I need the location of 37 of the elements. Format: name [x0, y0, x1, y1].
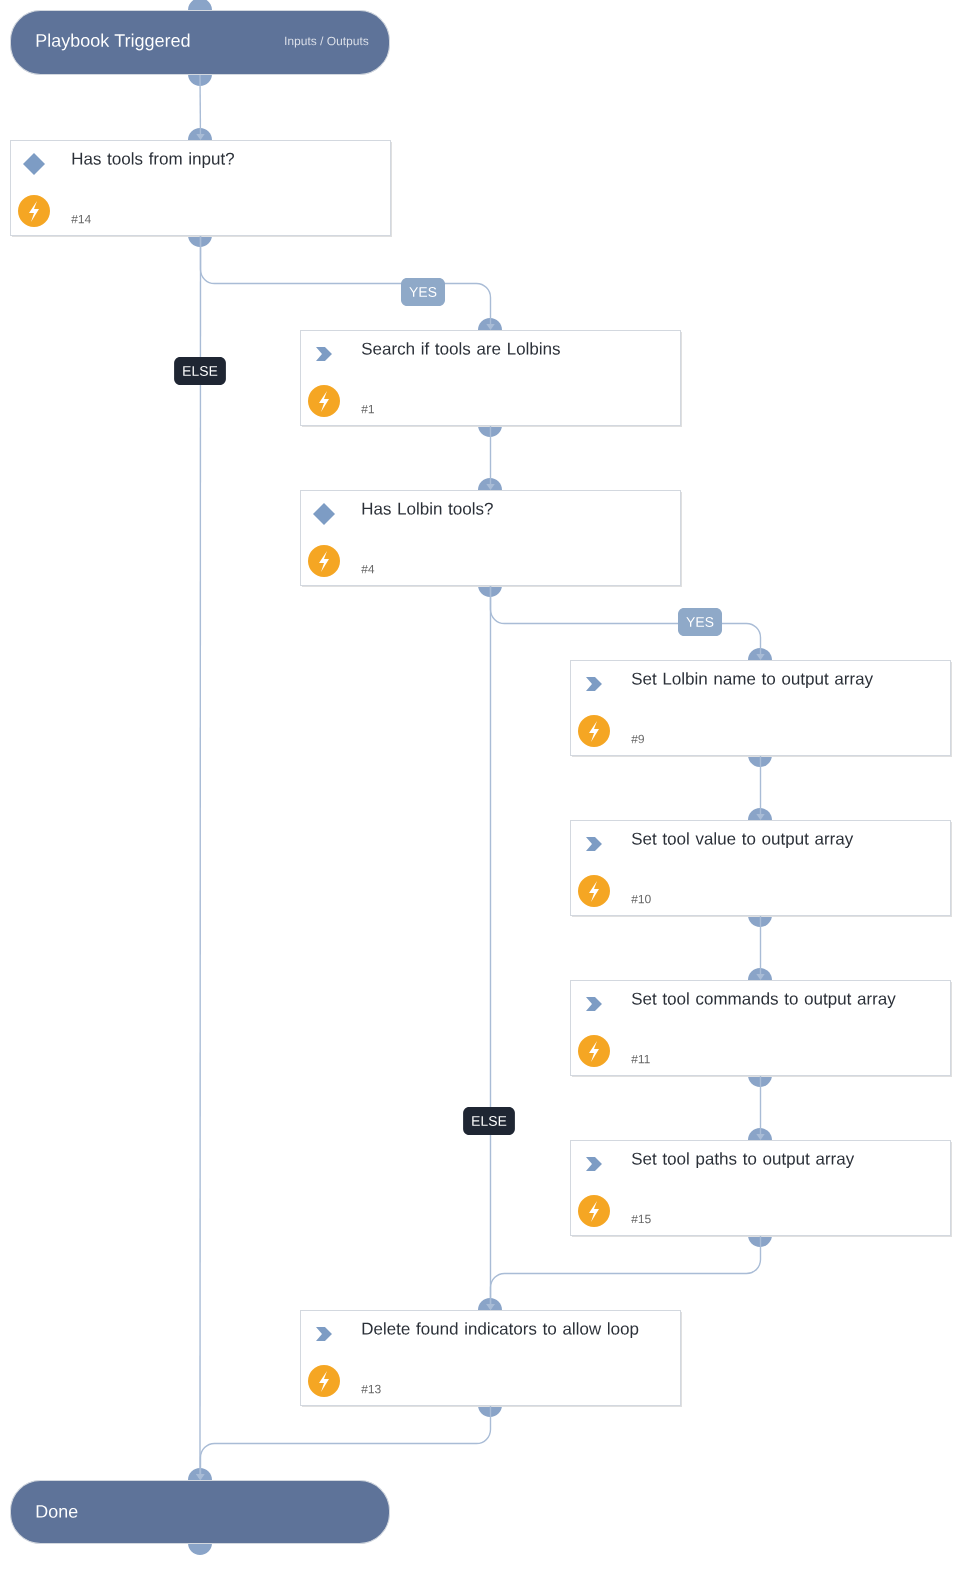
task-box: Search if tools are Lolbins #1 [300, 330, 682, 427]
node-label: Set Lolbin name to output array [631, 672, 874, 689]
task-box: Set tool paths to output array #15 [570, 1140, 952, 1237]
node-label: Set tool paths to output array [631, 1152, 855, 1169]
node-label: #4 [361, 564, 375, 574]
task-box: Has Lolbin tools? #4 [300, 490, 682, 587]
task-box: Set tool commands to output array #11 [570, 980, 952, 1077]
node-label: #15 [631, 1214, 651, 1224]
node-label: Set tool commands to output array [631, 992, 896, 1009]
node-label: #13 [361, 1384, 381, 1394]
arrow [196, 74, 205, 140]
task-box: Set Lolbin name to output array #9 [570, 660, 952, 757]
node-label: #10 [631, 894, 651, 904]
arrow [756, 755, 765, 820]
arrow [756, 1075, 765, 1140]
node-label: #9 [631, 734, 644, 744]
arrow [486, 1235, 762, 1310]
task-box: Delete found indicators to allow loop #13 [300, 1310, 682, 1407]
node-label: Has tools from input? [72, 152, 234, 169]
task-box: Set tool value to output array #10 [570, 820, 952, 917]
start-end-pill: Playbook Triggered Inputs / Outputs [10, 10, 390, 75]
node-label: Delete found indicators to allow loop [362, 1322, 639, 1339]
task-box: Has tools from input? #14 [10, 140, 392, 237]
start-end-pill: Done [10, 1480, 390, 1544]
arrow [196, 1405, 492, 1480]
edge-label: ELSE [463, 1107, 515, 1135]
arrow [486, 425, 495, 490]
node-label: #11 [631, 1054, 650, 1064]
node-label: Has Lolbin tools? [362, 502, 493, 515]
edge-label: ELSE [174, 357, 226, 385]
edge-label: YES [401, 278, 445, 306]
node-label: Search if tools are Lolbins [361, 342, 560, 355]
node-label: Set tool value to output array [631, 832, 854, 849]
node-label: #14 [71, 214, 91, 224]
edge-label: YES [678, 608, 722, 636]
node-label: #1 [361, 404, 374, 414]
arrow [756, 915, 765, 980]
